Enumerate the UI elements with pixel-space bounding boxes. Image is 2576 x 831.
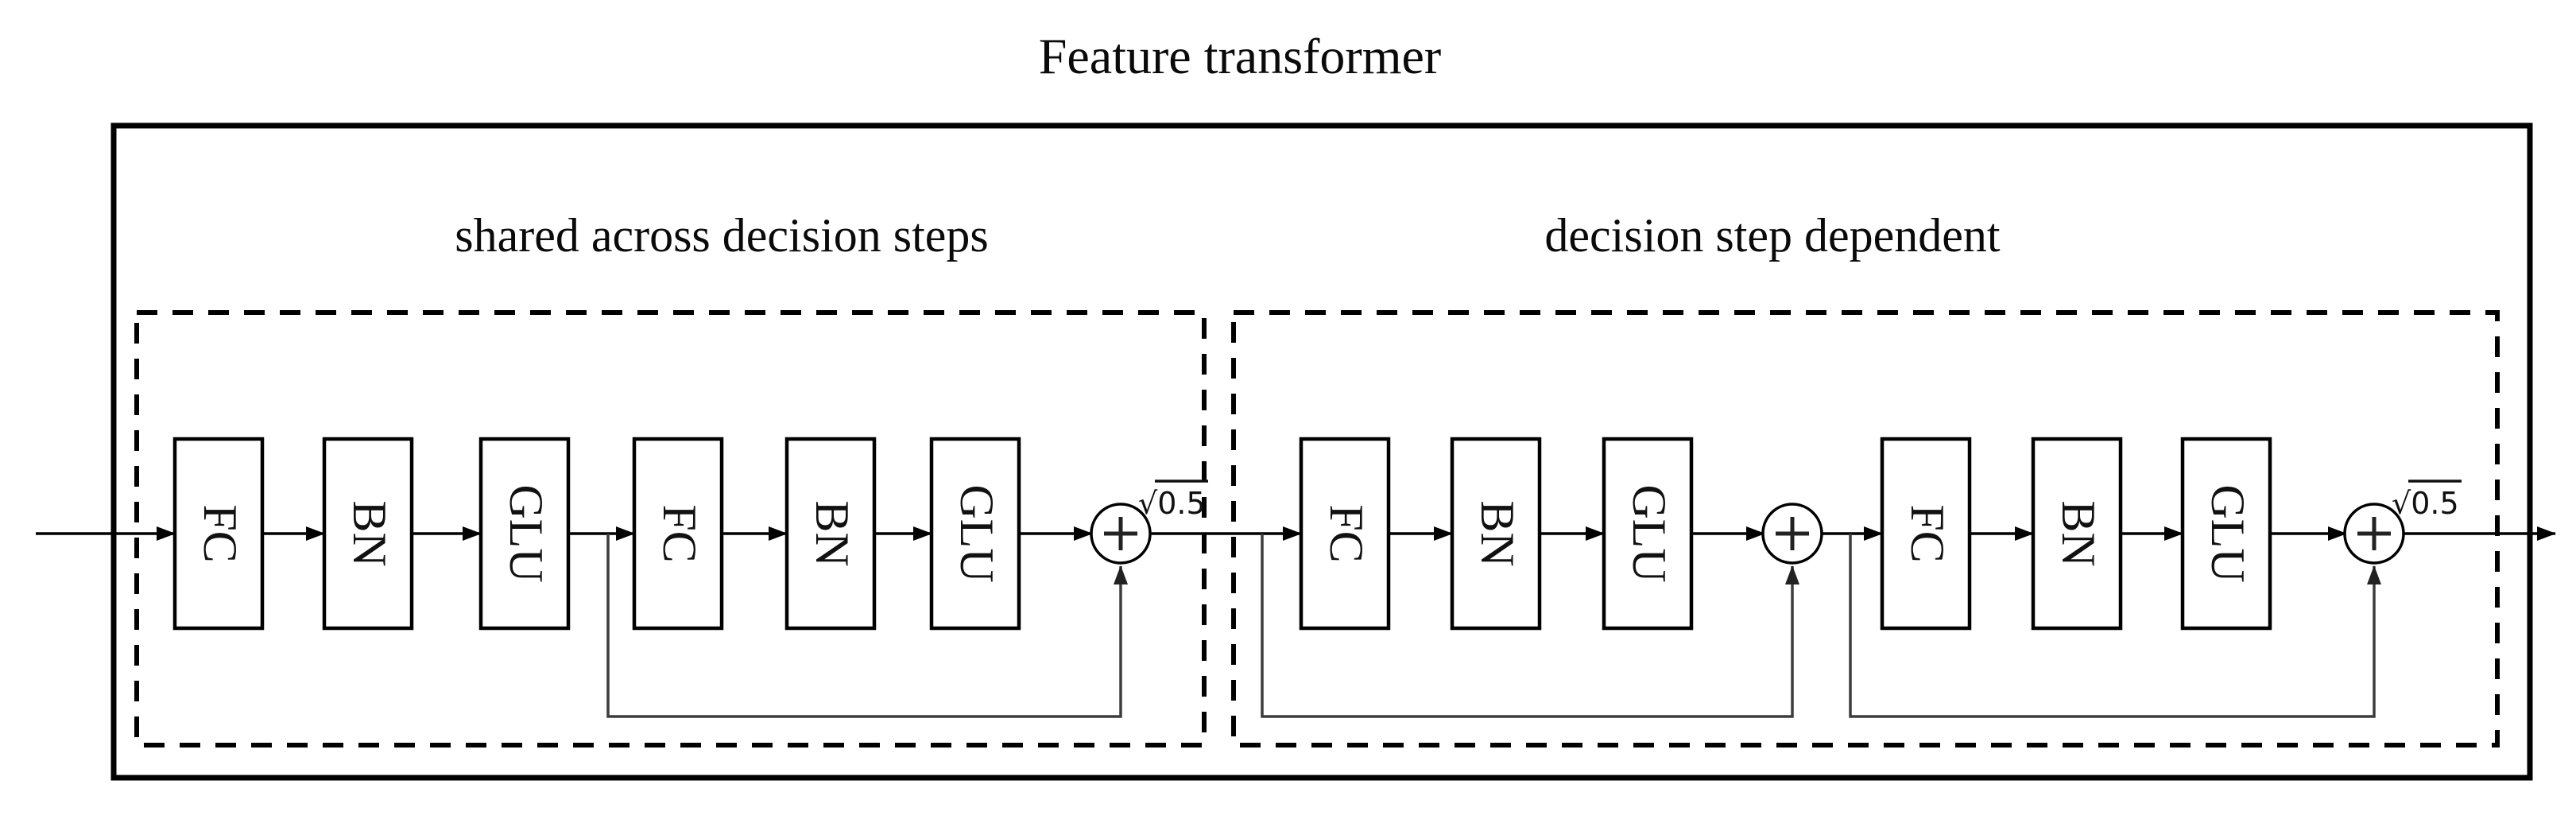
step-dependent-dashed-box xyxy=(1231,310,2500,748)
diagram-title: Feature transformer xyxy=(1039,28,1441,84)
block-label: BN xyxy=(806,500,858,566)
block-label: GLU xyxy=(951,484,1003,582)
block-rect xyxy=(784,437,877,631)
block-label: FC xyxy=(194,504,246,562)
block-bn-11: BN xyxy=(2031,437,2123,631)
skip-connection-rail-3 xyxy=(1849,534,2381,718)
block-fc-1: FC xyxy=(172,437,265,631)
block-fc-4: FC xyxy=(632,437,724,631)
block-fc-10: FC xyxy=(1880,437,1972,631)
residual-adder-2 xyxy=(1761,503,1823,565)
block-bn-2: BN xyxy=(322,437,414,631)
residual-adder-1: √0.5 xyxy=(1090,480,1208,565)
block-label: GLU xyxy=(500,484,552,582)
block-glu-12: GLU xyxy=(2180,437,2272,631)
outer-box xyxy=(110,122,2533,781)
block-rect xyxy=(1602,437,1694,631)
block-label: GLU xyxy=(1623,484,1675,582)
block-bn-5: BN xyxy=(784,437,877,631)
scale-label-sqrt-0-5: √0.5 xyxy=(1138,486,1206,521)
section-label-dependent: decision step dependent xyxy=(1544,209,2000,262)
block-label: FC xyxy=(1901,504,1954,562)
block-rect xyxy=(2031,437,2123,631)
block-label: BN xyxy=(343,500,396,566)
block-rect xyxy=(1299,437,1391,631)
block-rect xyxy=(172,437,265,631)
block-rect xyxy=(478,437,571,631)
block-glu-9: GLU xyxy=(1602,437,1694,631)
block-rect xyxy=(1880,437,1972,631)
block-rect xyxy=(1450,437,1542,631)
block-label: FC xyxy=(653,504,706,562)
block-label: BN xyxy=(2052,500,2105,566)
residual-adder-3: √0.5 xyxy=(2343,480,2462,565)
block-fc-7: FC xyxy=(1299,437,1391,631)
block-rect xyxy=(929,437,1021,631)
block-rect xyxy=(322,437,414,631)
block-label: BN xyxy=(1471,500,1524,566)
block-bn-8: BN xyxy=(1450,437,1542,631)
block-label: FC xyxy=(1320,504,1373,562)
block-rect xyxy=(632,437,724,631)
skip-connection-rail-1 xyxy=(606,534,1128,718)
block-label: GLU xyxy=(2202,484,2254,582)
section-label-shared: shared across decision steps xyxy=(455,209,988,262)
block-glu-6: GLU xyxy=(929,437,1021,631)
scale-label-sqrt-0-5: √0.5 xyxy=(2392,486,2459,521)
block-glu-3: GLU xyxy=(478,437,571,631)
block-rect xyxy=(2180,437,2272,631)
skip-connection-rail-2 xyxy=(1261,534,1799,718)
